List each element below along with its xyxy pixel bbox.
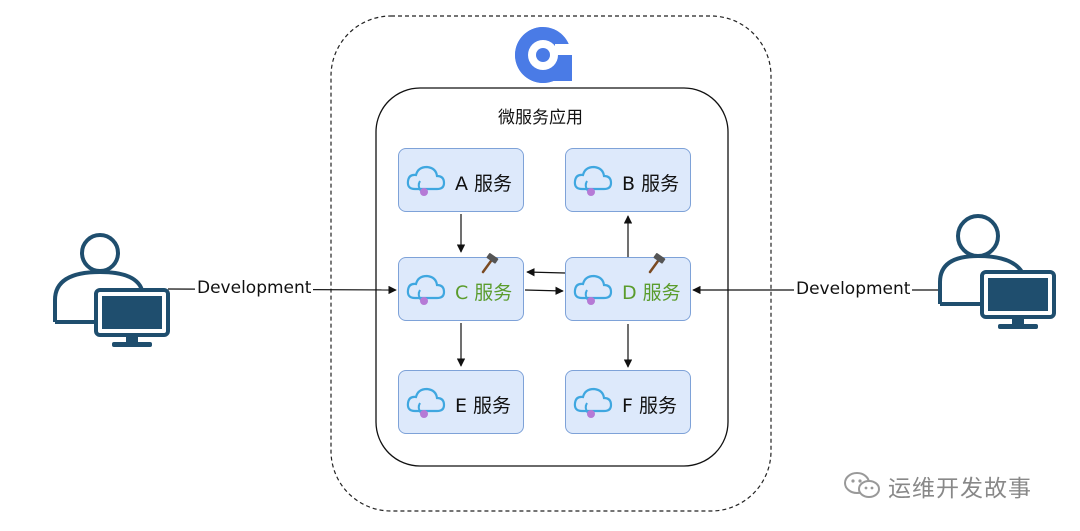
- left-development-label: Development: [195, 278, 314, 298]
- service-label: F 服务: [622, 395, 677, 417]
- edge-c-to-d: [524, 286, 564, 295]
- nocalhost-logo-icon: [515, 27, 575, 83]
- service-b[interactable]: B 服务: [565, 148, 691, 212]
- service-label: D 服务: [622, 282, 681, 304]
- service-label: E 服务: [455, 395, 512, 417]
- service-label: B 服务: [622, 173, 680, 195]
- service-label: A 服务: [455, 173, 513, 195]
- cluster-boundary: [330, 15, 772, 512]
- right-development-label: Development: [794, 279, 913, 299]
- wechat-icon: [844, 472, 880, 498]
- app-title: 微服务应用: [498, 108, 583, 128]
- cloud-service-icon: [406, 165, 446, 196]
- hammer-icon: [648, 253, 666, 274]
- cloud-service-icon: [406, 274, 446, 305]
- edge-d-to-c: [526, 268, 566, 277]
- service-f[interactable]: F 服务: [565, 370, 691, 434]
- developer-computer-icon: [938, 214, 1056, 329]
- cloud-service-icon: [573, 387, 613, 418]
- cloud-service-icon: [573, 274, 613, 305]
- service-e[interactable]: E 服务: [398, 370, 524, 434]
- service-d[interactable]: D 服务: [565, 257, 691, 321]
- hammer-icon: [481, 253, 499, 274]
- developer-computer-icon: [53, 233, 170, 347]
- service-a[interactable]: A 服务: [398, 148, 524, 212]
- service-label: C 服务: [455, 282, 513, 304]
- cloud-service-icon: [406, 387, 446, 418]
- watermark-text: 运维开发故事: [888, 476, 1032, 502]
- cloud-service-icon: [573, 165, 613, 196]
- service-c[interactable]: C 服务: [398, 257, 524, 321]
